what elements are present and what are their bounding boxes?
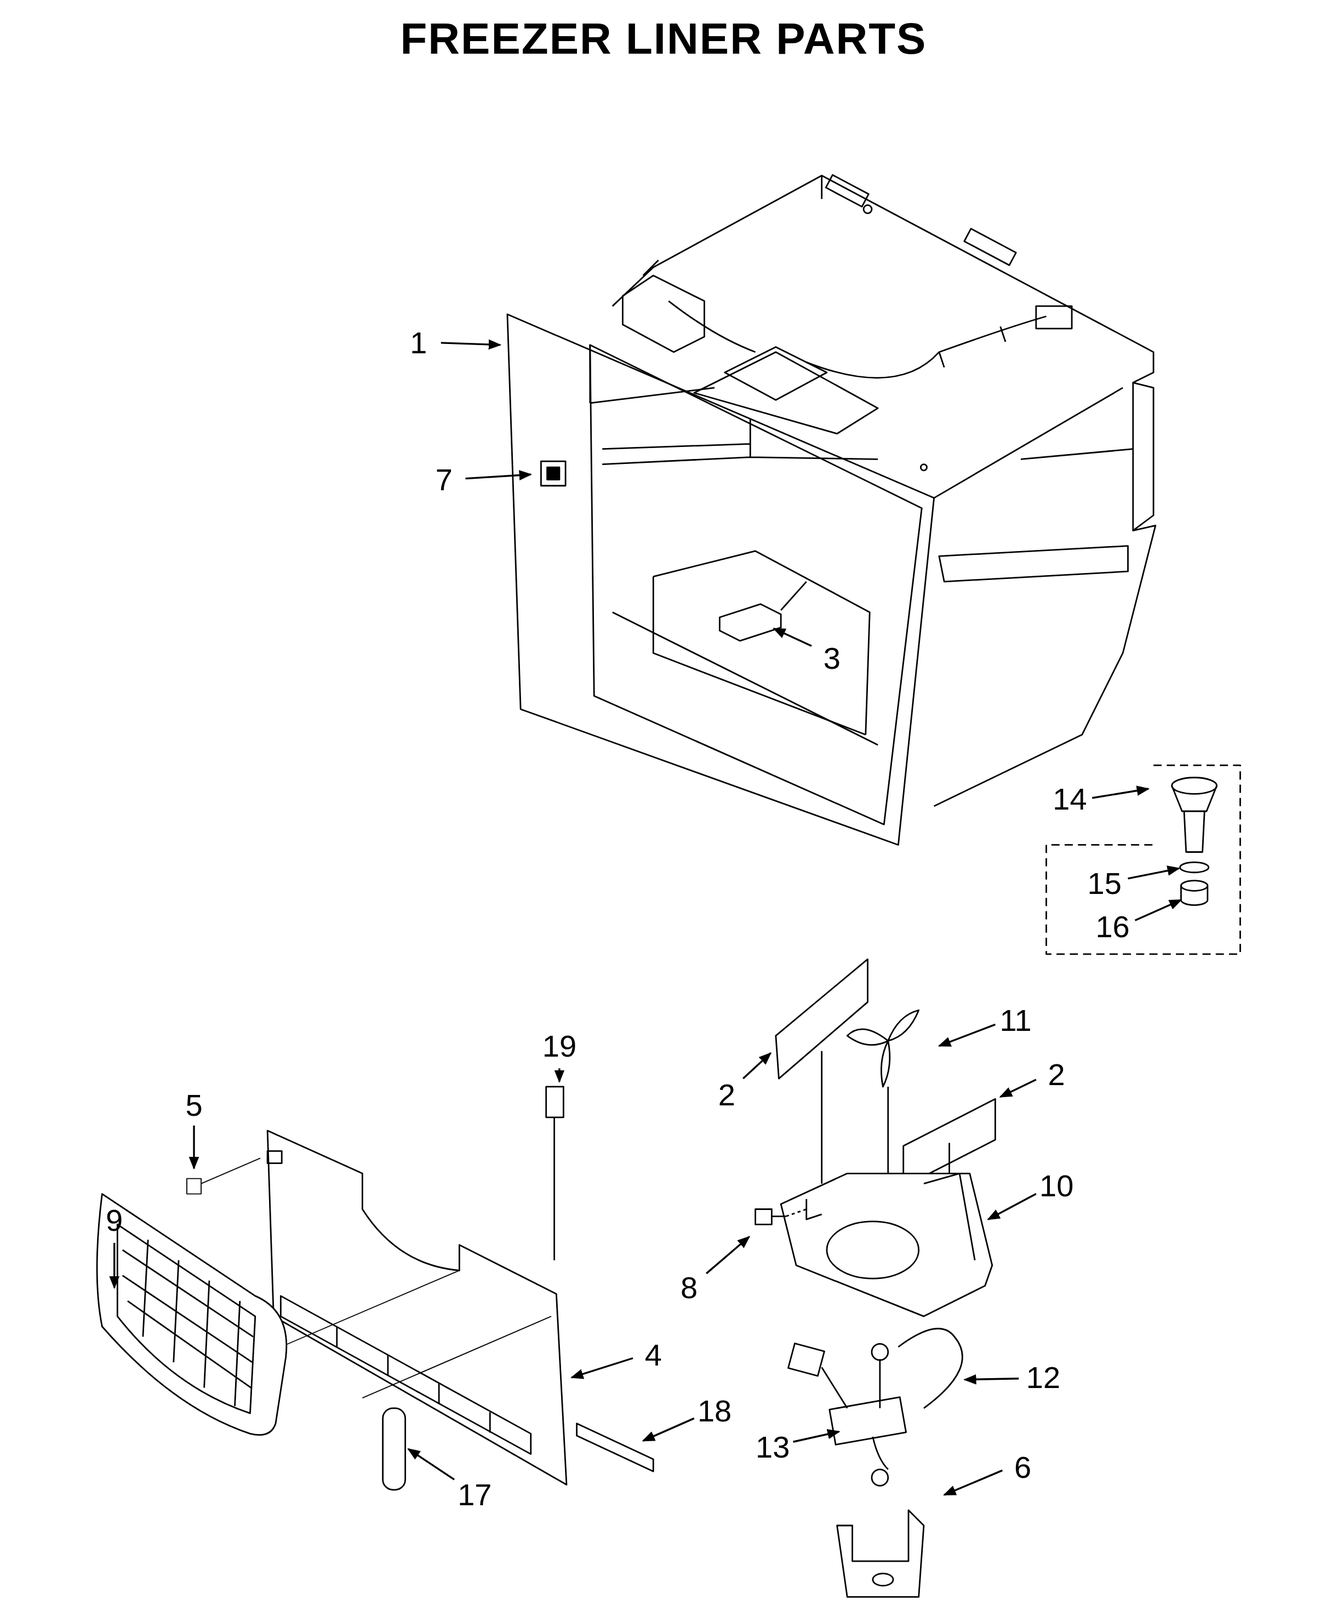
callout-number: 3 <box>823 643 841 674</box>
callout-number: 19 <box>542 1031 577 1062</box>
callout-number: 1 <box>409 327 427 359</box>
callout-number: 17 <box>457 1479 492 1511</box>
callout-number: 18 <box>697 1396 732 1427</box>
callout-number: 14 <box>1052 784 1087 815</box>
callout-number: 8 <box>680 1272 698 1304</box>
callout-number: 4 <box>644 1340 662 1371</box>
freezer-liner <box>507 174 1156 845</box>
diagram-title: FREEZER LINER PARTS <box>399 16 927 61</box>
leader-arrows <box>114 343 1182 1496</box>
rear-panel <box>96 1087 654 1491</box>
callout-number: 12 <box>1026 1362 1061 1394</box>
callout-number: 16 <box>1095 911 1130 943</box>
callout-number: 5 <box>185 1090 203 1122</box>
fan-assembly <box>755 959 996 1598</box>
callout-number: 13 <box>755 1432 790 1463</box>
callout-number: 11 <box>999 1005 1032 1037</box>
callout-number: 2 <box>1048 1059 1066 1091</box>
callout-number: 7 <box>435 464 453 496</box>
callout-number: 9 <box>105 1205 123 1237</box>
callout-number: 2 <box>718 1079 736 1111</box>
callout-number: 6 <box>1014 1452 1032 1484</box>
drain-parts <box>1172 778 1217 906</box>
callout-number: 15 <box>1087 868 1122 900</box>
callout-number: 10 <box>1039 1170 1074 1202</box>
